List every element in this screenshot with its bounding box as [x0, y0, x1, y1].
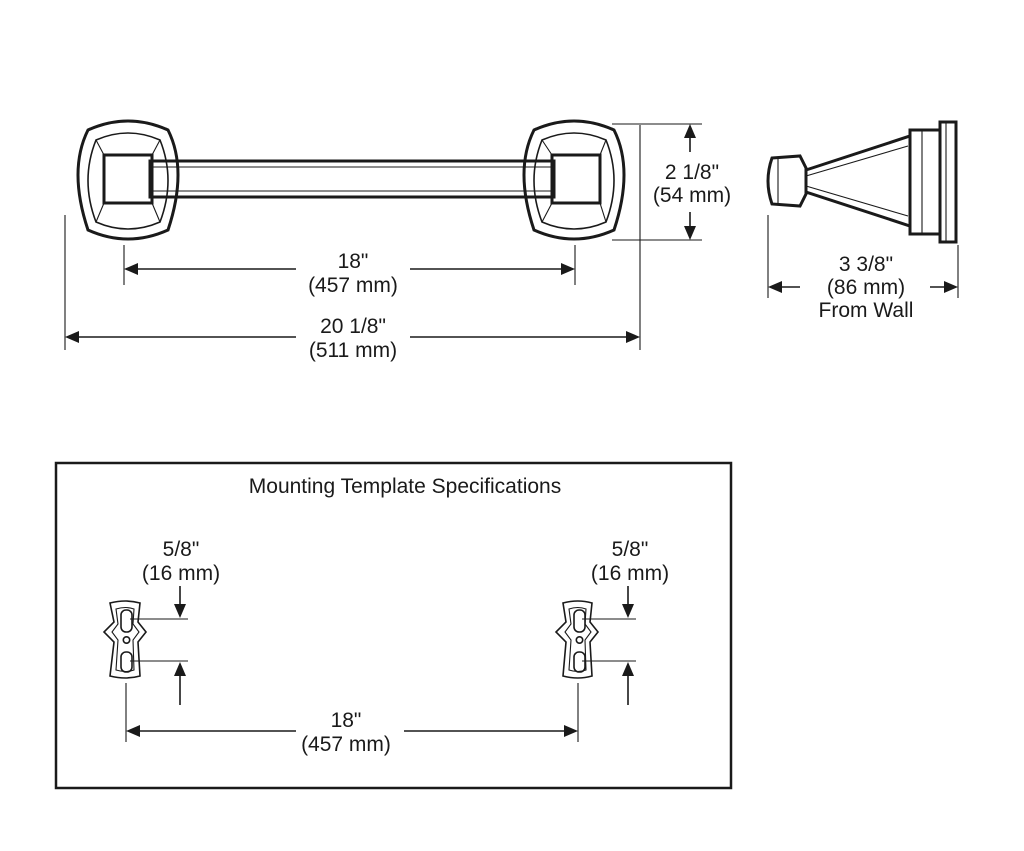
bar-center-metric: (457 mm) [308, 274, 398, 297]
height-value: 2 1/8" [665, 161, 719, 184]
projection-metric: (86 mm) [827, 276, 905, 299]
overall-length-value: 20 1/8" [320, 315, 386, 338]
left-post [76, 119, 180, 241]
right-offset-value: 5/8" [612, 538, 649, 561]
overall-length-metric: (511 mm) [309, 339, 397, 362]
mounting-template: Mounting Template Specifications 5/8" (1… [54, 461, 733, 790]
template-title: Mounting Template Specifications [249, 475, 561, 498]
bar-center-value: 18" [338, 250, 369, 273]
right-post [522, 119, 626, 241]
height-metric: (54 mm) [653, 184, 731, 207]
left-bracket [102, 600, 148, 679]
right-offset-metric: (16 mm) [591, 562, 669, 585]
hole-spacing-metric: (457 mm) [301, 733, 391, 756]
front-view: 18" (457 mm) 20 1/8" (511 mm) 2 1/8" (54… [64, 119, 731, 362]
side-view: 3 3/8" (86 mm) From Wall [766, 120, 959, 322]
hole-spacing-value: 18" [331, 709, 362, 732]
towel-bar [148, 159, 556, 199]
projection-value: 3 3/8" [839, 253, 893, 276]
left-offset-value: 5/8" [163, 538, 200, 561]
left-offset-metric: (16 mm) [142, 562, 220, 585]
right-bracket [554, 600, 600, 679]
projection-note: From Wall [819, 299, 914, 322]
